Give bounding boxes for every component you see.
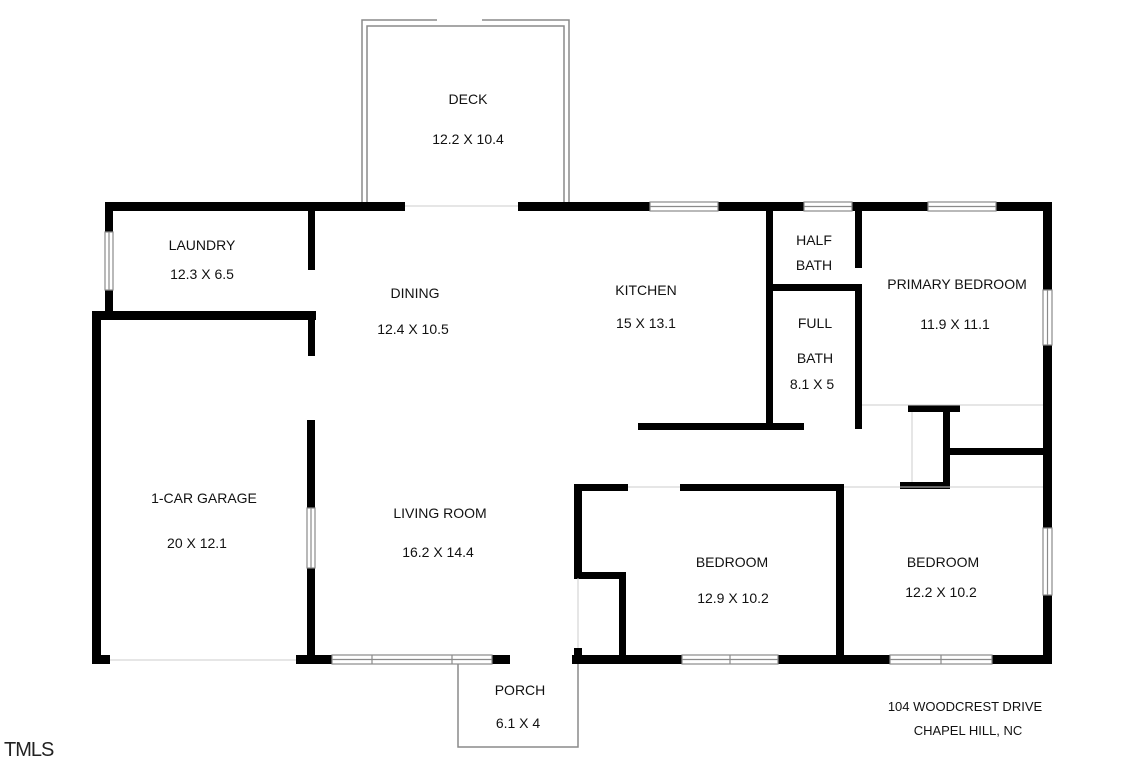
porch-size: 6.1 X 4 [496,715,541,731]
half-bath-label-line1: HALF [796,232,832,248]
living-room-size: 16.2 X 14.4 [402,544,474,560]
full-bath-label-line1: FULL [798,315,832,331]
laundry-label: LAUNDRY [169,237,236,253]
garage-label: 1-CAR GARAGE [151,490,257,506]
porch-label: PORCH [495,682,546,698]
garage-size: 20 X 12.1 [167,535,227,551]
kitchen-label: KITCHEN [615,282,676,298]
interior-walls [307,210,1044,662]
full-bath-size: 8.1 X 5 [790,376,835,392]
dining-label: DINING [391,285,440,301]
address-line-2: CHAPEL HILL, NC [914,723,1023,738]
dining-size: 12.4 X 10.5 [377,321,449,337]
bedroom-2-size: 12.9 X 10.2 [697,590,769,606]
porch-outline [457,660,579,748]
thin-openings [110,205,1043,661]
primary-bedroom-size: 11.9 X 11.1 [920,316,990,332]
bedroom-3-label: BEDROOM [907,554,979,570]
address-line-1: 104 WOODCREST DRIVE [888,699,1043,714]
bedroom-2-label: BEDROOM [696,554,768,570]
deck-size: 12.2 X 10.4 [432,131,504,147]
living-room-label: LIVING ROOM [393,505,486,521]
deck-label: DECK [449,91,489,107]
windows [104,201,1053,665]
full-bath-label-line2: BATH [797,350,833,366]
bedroom-3-size: 12.2 X 10.2 [905,584,977,600]
half-bath-label-line2: BATH [796,257,832,273]
primary-bedroom-label: PRIMARY BEDROOM [887,276,1027,292]
kitchen-size: 15 X 13.1 [616,315,676,331]
watermark-logo: TMLS [4,739,54,761]
laundry-size: 12.3 X 6.5 [170,266,234,282]
deck-outline [361,19,570,205]
